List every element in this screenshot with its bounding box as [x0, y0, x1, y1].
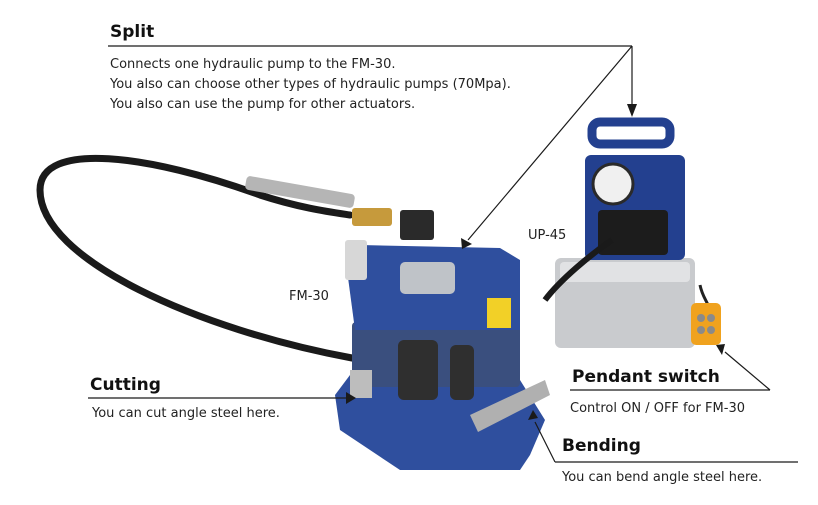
- cutting-heading: Cutting: [90, 375, 161, 395]
- valve-block: [400, 210, 434, 240]
- arrowhead-bending: [528, 410, 538, 420]
- split-line-3: You also can use the pump for other actu…: [110, 97, 416, 112]
- pendant-arrow: [724, 351, 771, 391]
- brass-coupler: [352, 208, 392, 226]
- bending-arrow: [534, 421, 556, 463]
- fm30-machine: [335, 240, 550, 470]
- hydraulic-hose: [36, 154, 356, 362]
- split-line-1: Connects one hydraulic pump to the FM-30…: [110, 57, 396, 72]
- arrowhead-machine: [461, 238, 472, 249]
- split-arrow-to-machine: [467, 45, 633, 241]
- split-heading: Split: [110, 22, 155, 42]
- pendant-switch: [691, 284, 721, 345]
- arrowhead-pendant: [716, 344, 725, 355]
- leader-lines: [88, 45, 798, 463]
- pendant-heading: Pendant switch: [572, 367, 720, 387]
- arrowhead-cutting: [346, 392, 356, 404]
- split-line-2: You also can choose other types of hydra…: [110, 77, 511, 92]
- machine-label: FM-30: [289, 289, 329, 304]
- bending-desc: You can bend angle steel here.: [562, 470, 763, 485]
- pump-label: UP-45: [528, 228, 567, 243]
- up45-pump: [542, 117, 695, 348]
- pendant-desc: Control ON / OFF for FM-30: [570, 401, 745, 416]
- arrowhead-pump: [627, 104, 637, 117]
- arrowheads: [346, 104, 725, 420]
- hose-fitting: [245, 176, 355, 208]
- bending-heading: Bending: [562, 436, 641, 456]
- cutting-desc: You can cut angle steel here.: [92, 406, 280, 421]
